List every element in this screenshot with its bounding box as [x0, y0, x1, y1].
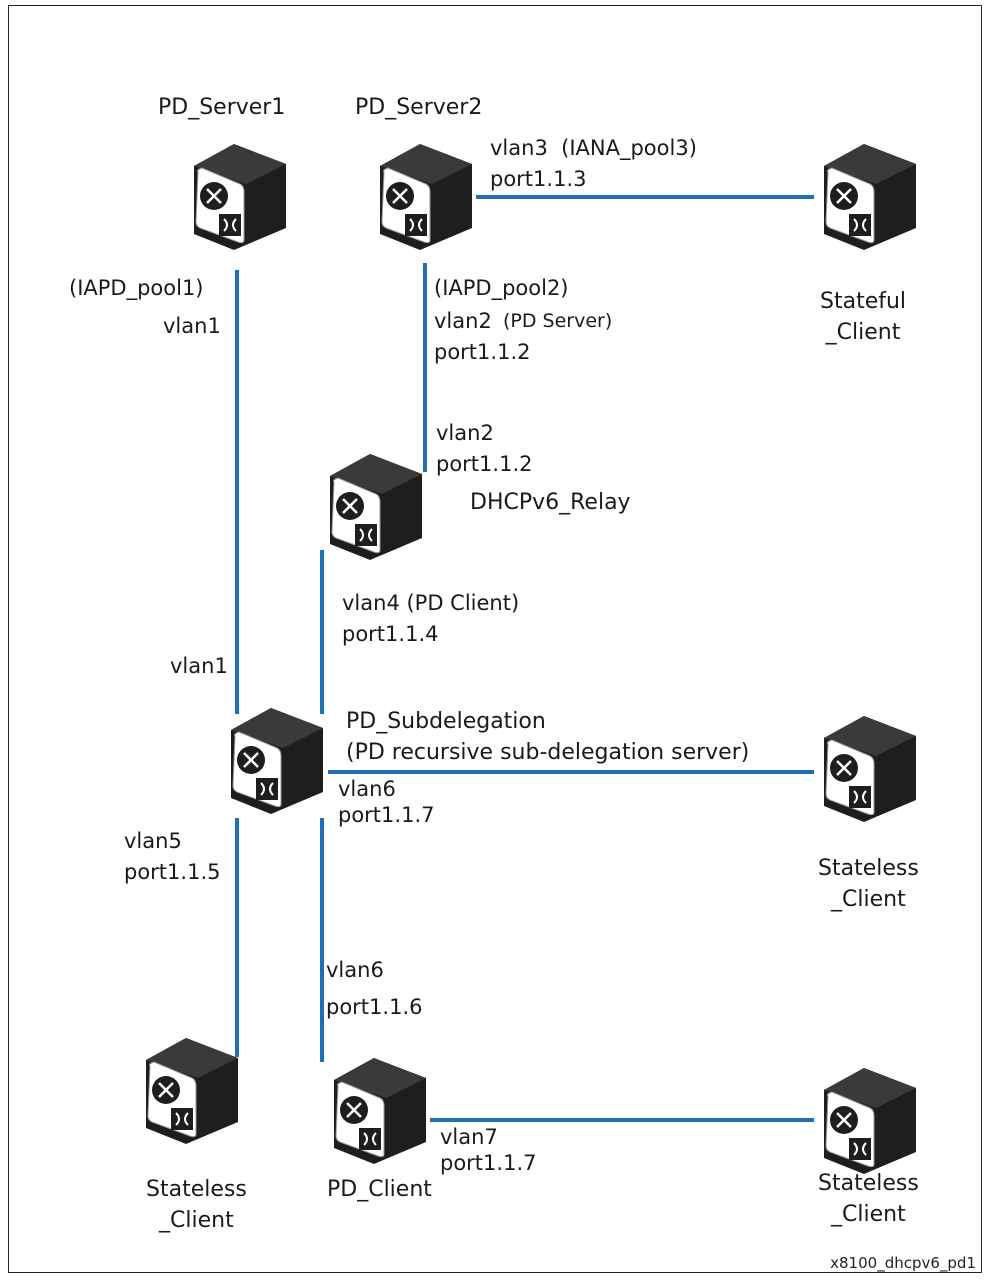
- router-switch-icon: [380, 144, 472, 250]
- device-label-pd-server1: PD_Server1: [158, 95, 286, 120]
- device-label-pd-client: PD_Client: [327, 1177, 432, 1202]
- link-label-server2-port: port1.1.2: [434, 340, 531, 364]
- router-switch-icon: [334, 1058, 426, 1164]
- link-label-relay-bottom: vlan4 (PD Client) port1.1.4: [342, 591, 520, 646]
- device-desc-pd-subdelegation: (PD recursive sub-delegation server): [346, 740, 750, 765]
- router-switch-icon: [824, 144, 916, 250]
- link-label-pdclient-right: vlan7 port1.1.7: [440, 1125, 537, 1175]
- device-label-stateless-client-bottom-right: Stateless _Client: [818, 1171, 919, 1227]
- router-switch-icon: [231, 708, 323, 814]
- diagram-frame: [8, 5, 982, 1273]
- device-label-dhcpv6-relay: DHCPv6_Relay: [470, 490, 631, 515]
- device-label-stateful-client: Stateful _Client: [820, 289, 907, 345]
- link-label-subdelegation-vlan1: vlan1: [170, 654, 228, 678]
- link-label-server2-role: (PD Server): [503, 310, 613, 332]
- router-switch-icon: [330, 454, 422, 560]
- router-switch-icon: [146, 1038, 238, 1144]
- link-label-server1-pool: (IAPD_pool1): [69, 276, 204, 300]
- device-label-pd-subdelegation: PD_Subdelegation: [346, 709, 546, 734]
- figure-caption: x8100_dhcpv6_pd1: [830, 1254, 976, 1272]
- link-label-server2-pool: (IAPD_pool2): [434, 276, 569, 300]
- router-switch-icon: [824, 1068, 916, 1174]
- link-label-relay-top: vlan2 port1.1.2: [436, 421, 533, 476]
- link-label-subdelegation-right: vlan6 port1.1.7: [338, 777, 435, 827]
- link-label-server2-vlan: vlan2: [434, 309, 492, 333]
- link-label-subdelegation-down-port: port1.1.6: [326, 995, 423, 1019]
- router-switch-icon: [194, 144, 286, 250]
- device-label-pd-server2: PD_Server2: [355, 95, 483, 120]
- device-label-stateless-client-right: Stateless _Client: [818, 856, 919, 912]
- link-label-subdelegation-down: vlan6: [326, 958, 384, 982]
- router-switch-icon: [824, 716, 916, 822]
- link-label-server2-stateful: vlan3 (IANA_pool3) port1.1.3: [490, 136, 697, 191]
- link-label-subdelegation-left: vlan5 port1.1.5: [124, 829, 221, 884]
- device-label-stateless-client-bottom-left: Stateless _Client: [146, 1177, 247, 1233]
- link-label-server1-vlan: vlan1: [163, 314, 221, 338]
